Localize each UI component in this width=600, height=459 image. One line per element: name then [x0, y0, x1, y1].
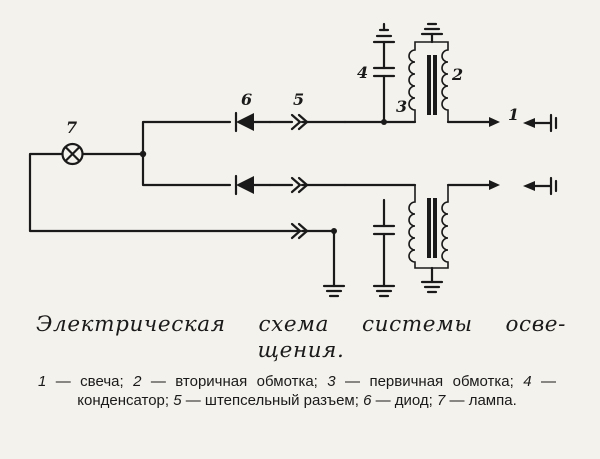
lamp [61, 142, 84, 166]
ground-symbol [372, 22, 396, 44]
spark-plug-lower [523, 176, 558, 196]
capacitor-lower [372, 198, 396, 288]
legend-num: 1 [38, 373, 47, 390]
caption-line-1: Электрическая схема системы осве- [36, 312, 566, 337]
legend-text: — первичная обмотка; [335, 373, 524, 390]
label-connector: 5 [293, 90, 304, 109]
transformer-upper [408, 32, 449, 122]
legend-num: 2 [133, 373, 142, 390]
legend-text: — свеча; [46, 373, 134, 390]
main-wiring [28, 120, 302, 233]
legend-text: — диод; [371, 392, 438, 409]
output-wire-upper [446, 117, 500, 127]
legend-num: 7 [437, 392, 446, 409]
figure-caption: Электрическая схема системы осве- щения. [36, 312, 566, 364]
caption-line-2: щения. [257, 338, 345, 363]
ground-symbol [322, 284, 346, 298]
ground-symbol [420, 22, 444, 36]
label-spark-plug: 1 [508, 105, 519, 124]
connector-lower [268, 176, 347, 194]
legend-text: — лампа. [445, 392, 517, 409]
lighting-circuit-schematic: 7 6 5 [28, 22, 558, 298]
capacitor-upper [372, 40, 396, 124]
label-capacitor: 4 [357, 63, 368, 82]
legend-text: — вторичная обмотка; [141, 373, 328, 390]
legend-num: 4 [523, 373, 532, 390]
diode-lower [234, 174, 272, 196]
output-wire-lower [446, 180, 500, 190]
label-lamp: 7 [66, 118, 77, 137]
connector-ground [290, 222, 336, 288]
transformer-lower [408, 185, 449, 284]
legend-num: 5 [173, 392, 182, 409]
figure-legend: 1 — свеча; 2 — вторичная обмотка; 3 — пе… [38, 372, 556, 410]
legend-num: 6 [363, 392, 372, 409]
legend-text: — штепсельный разъем; [181, 392, 364, 409]
spark-plug-upper [523, 113, 558, 133]
label-diode: 6 [241, 90, 252, 109]
junction-node [139, 150, 147, 158]
label-secondary-winding: 2 [451, 65, 463, 84]
legend-num: 3 [327, 373, 336, 390]
legend-text: — конденсатор; [77, 373, 556, 409]
ground-node [331, 228, 337, 234]
label-primary-winding: 3 [396, 97, 407, 116]
diode-upper [234, 111, 272, 133]
connector-upper [268, 113, 347, 131]
ground-symbol [372, 284, 396, 298]
ground-symbol [420, 280, 444, 294]
